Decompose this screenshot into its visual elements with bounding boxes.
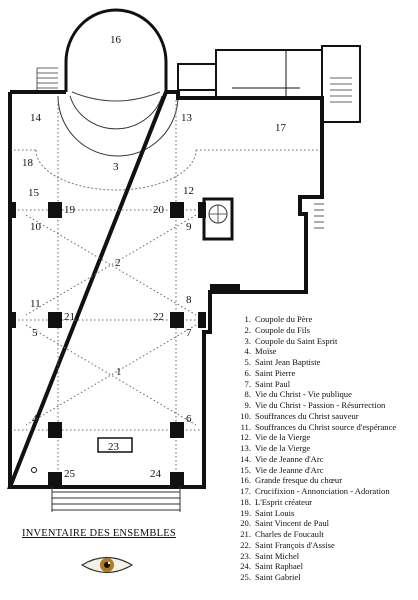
legend-item: 4.Moïse <box>244 346 277 357</box>
dome-3-arc <box>35 149 197 191</box>
piers <box>8 202 240 488</box>
choir-steps <box>71 91 161 102</box>
legend-item: 19.Saint Louis <box>240 507 295 518</box>
choir-arc-outer <box>57 95 179 157</box>
legend-item: 20.Saint Vincent de Paul <box>240 518 330 529</box>
plan-label: 6 <box>186 413 192 425</box>
legend-item: 8.Vie du Christ - Vie publique <box>244 389 352 400</box>
legend-item: 11.Souffrances du Christ source d'espéra… <box>240 421 397 432</box>
annex-stairs <box>330 77 352 103</box>
plan-label: 17 <box>275 122 287 134</box>
legend-item: 18.L'Esprit créateur <box>240 496 313 507</box>
vault-lines <box>14 100 318 478</box>
legend-item: 5.Saint Jean Baptiste <box>244 357 321 367</box>
plan-label: 11 <box>30 298 41 310</box>
inventory-caption: INVENTAIRE DES ENSEMBLES <box>22 528 176 539</box>
plan-label: 22 <box>153 311 164 323</box>
legend-list: 1.Coupole du Père 2.Coupole du Fils 3.Co… <box>234 314 418 583</box>
plan-label: 20 <box>153 204 165 216</box>
spiral-stair <box>202 197 234 241</box>
legend-item: 6.Saint Pierre <box>244 367 296 378</box>
plan-label: 23 <box>108 441 120 453</box>
plan-label: 19 <box>64 204 76 216</box>
plan-label: 18 <box>22 157 34 169</box>
legend-item: 23.Saint Michel <box>240 550 300 561</box>
plan-label: 13 <box>181 112 193 124</box>
plan-label: 12 <box>183 185 194 197</box>
legend-item: 7.Saint Paul <box>244 378 291 389</box>
plan-label: 1 <box>116 366 122 378</box>
plan-label: 10 <box>30 221 42 233</box>
side-porch <box>314 203 324 229</box>
plan-labels: 16 17 14 13 18 3 15 12 19 20 10 9 2 11 8… <box>22 34 287 480</box>
plan-label: 2 <box>115 257 121 269</box>
plan-label: 24 <box>150 468 162 480</box>
legend-item: 3.Coupole du Saint Esprit <box>244 335 338 346</box>
choir-arc-inner <box>69 95 163 130</box>
plan-label: 16 <box>110 34 122 46</box>
legend-item: 25.Saint Gabriel <box>240 572 301 582</box>
legend-item: 16.Grande fresque du chœur <box>240 475 343 486</box>
legend-item: 24.Saint Raphael <box>240 561 303 572</box>
legend-item: 9.Vie du Christ - Passion - Résurrection <box>244 400 386 410</box>
plan-label: 5 <box>32 327 38 339</box>
legend-item: 10.Souffrances du Christ sauveur <box>240 410 359 421</box>
plan-label: 9 <box>186 221 192 233</box>
legend-item: 12.Vie de la Vierge <box>240 432 311 443</box>
eye-icon <box>80 556 134 574</box>
annex-rooms <box>177 45 361 123</box>
main-entrance <box>31 437 181 512</box>
plan-label: 4 <box>32 413 38 425</box>
legend-item: 21.Charles de Foucault <box>240 529 324 539</box>
choir-apse-wall <box>64 8 168 92</box>
legend-item: 2.Coupole du Fils <box>244 324 310 335</box>
legend-item: 17.Crucifixion - Annonciation - Adoratio… <box>240 486 390 496</box>
legend-item: 1.Coupole du Père <box>244 314 313 324</box>
legend-item: 15.Vie de Jeanne d'Arc <box>240 464 324 475</box>
plan-label: 8 <box>186 294 192 306</box>
plan-label: 14 <box>30 112 42 124</box>
stair-top-left <box>36 67 58 90</box>
legend-item: 13.Vie de la Vierge <box>240 443 311 453</box>
legend-item: 14.Vie de Jeanne d'Arc <box>240 453 324 464</box>
plan-label: 3 <box>113 161 119 173</box>
plan-label: 25 <box>64 468 76 480</box>
plan-label: 7 <box>186 327 192 339</box>
plan-label: 21 <box>64 311 75 323</box>
plan-label: 15 <box>28 187 40 199</box>
legend-item: 22.Saint François d'Assise <box>240 539 335 550</box>
